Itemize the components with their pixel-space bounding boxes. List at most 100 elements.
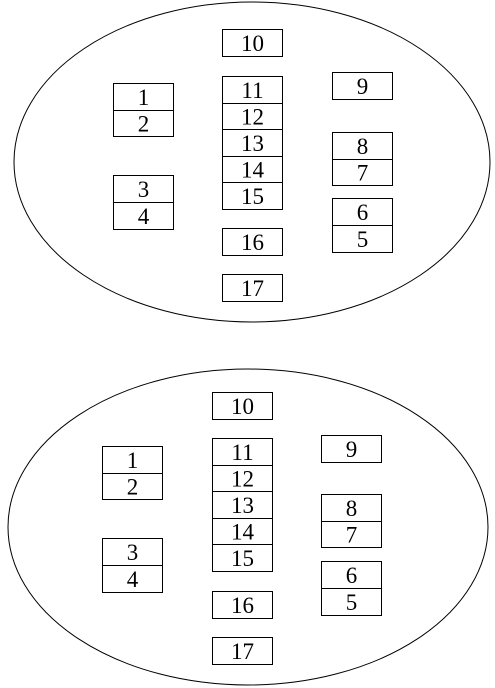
cell-label: 13 <box>241 131 264 156</box>
cell-17: 17 <box>222 274 283 302</box>
cell-box <box>212 465 273 492</box>
cell-box <box>212 637 273 665</box>
cell-box <box>321 588 382 616</box>
cell-5: 5 <box>321 588 382 616</box>
cell-label: 3 <box>127 540 139 565</box>
cell-label: 3 <box>138 177 150 202</box>
cell-5: 5 <box>332 225 393 253</box>
cell-4: 4 <box>102 565 163 593</box>
cell-1: 1 <box>113 83 174 111</box>
cell-label: 2 <box>138 112 150 137</box>
cell-2: 2 <box>113 110 174 137</box>
cell-13: 13 <box>212 491 273 519</box>
cell-label: 12 <box>231 467 254 492</box>
cell-label: 4 <box>138 204 150 229</box>
cell-label: 11 <box>241 78 263 103</box>
cell-label: 12 <box>241 105 264 130</box>
cell-label: 6 <box>357 200 369 225</box>
cell-4: 4 <box>113 202 174 230</box>
cell-box <box>113 110 174 137</box>
cell-label: 1 <box>127 448 139 473</box>
cell-box <box>212 438 273 466</box>
cell-box <box>332 198 393 226</box>
cell-label: 11 <box>231 440 253 465</box>
cell-label: 15 <box>241 184 264 209</box>
cell-15: 15 <box>212 544 273 572</box>
cell-box <box>222 103 283 130</box>
boundary-ellipse <box>13 1 491 323</box>
cell-7: 7 <box>321 521 382 548</box>
cell-7: 7 <box>332 159 393 186</box>
cell-box <box>222 29 283 57</box>
cell-10: 10 <box>222 29 283 57</box>
cell-label: 5 <box>357 227 369 252</box>
cell-box <box>222 228 283 256</box>
cell-9: 9 <box>332 72 393 100</box>
cell-label: 2 <box>127 475 139 500</box>
cell-box <box>332 72 393 100</box>
cell-16: 16 <box>212 591 273 619</box>
cell-8: 8 <box>332 132 393 160</box>
cell-label: 4 <box>127 567 139 592</box>
cell-label: 9 <box>346 437 358 462</box>
cell-box <box>212 591 273 619</box>
cell-box <box>222 274 283 302</box>
boundary-ellipse <box>7 368 489 686</box>
cell-label: 17 <box>231 639 254 664</box>
cell-label: 8 <box>357 134 369 159</box>
cell-box <box>212 392 273 420</box>
cell-label: 5 <box>346 590 358 615</box>
cell-11: 11 <box>222 76 283 104</box>
cell-label: 15 <box>231 546 254 571</box>
cell-label: 10 <box>241 31 264 56</box>
cell-2: 2 <box>102 473 163 500</box>
cell-11: 11 <box>212 438 273 466</box>
cell-box <box>321 435 382 463</box>
cell-label: 9 <box>357 74 369 99</box>
cell-box <box>102 565 163 593</box>
cell-16: 16 <box>222 228 283 256</box>
cell-13: 13 <box>222 129 283 157</box>
cell-box <box>321 494 382 522</box>
cell-label: 10 <box>231 394 254 419</box>
cell-box <box>113 175 174 203</box>
cell-label: 16 <box>241 230 264 255</box>
cell-label: 6 <box>346 563 358 588</box>
cell-6: 6 <box>321 561 382 589</box>
cell-box <box>113 202 174 230</box>
cell-label: 14 <box>231 520 255 545</box>
cell-box <box>102 538 163 566</box>
cell-14: 14 <box>222 156 283 183</box>
cell-1: 1 <box>102 446 163 474</box>
cell-box <box>332 159 393 186</box>
cell-box <box>321 561 382 589</box>
cell-label: 1 <box>138 85 150 110</box>
cell-12: 12 <box>212 465 273 492</box>
cell-14: 14 <box>212 518 273 545</box>
cell-label: 16 <box>231 593 254 618</box>
cell-12: 12 <box>222 103 283 130</box>
cell-box <box>222 129 283 157</box>
cell-label: 7 <box>346 523 358 548</box>
cell-17: 17 <box>212 637 273 665</box>
cell-15: 15 <box>222 182 283 210</box>
cell-box <box>332 225 393 253</box>
cell-label: 8 <box>346 496 358 521</box>
cell-box <box>222 182 283 210</box>
cell-6: 6 <box>332 198 393 226</box>
cell-box <box>321 521 382 548</box>
cell-10: 10 <box>212 392 273 420</box>
cell-box <box>113 83 174 111</box>
cell-label: 7 <box>357 161 369 186</box>
cell-box <box>212 544 273 572</box>
cell-3: 3 <box>102 538 163 566</box>
cell-box <box>102 473 163 500</box>
cell-8: 8 <box>321 494 382 522</box>
cell-label: 14 <box>241 158 265 183</box>
cell-box <box>332 132 393 160</box>
cell-9: 9 <box>321 435 382 463</box>
